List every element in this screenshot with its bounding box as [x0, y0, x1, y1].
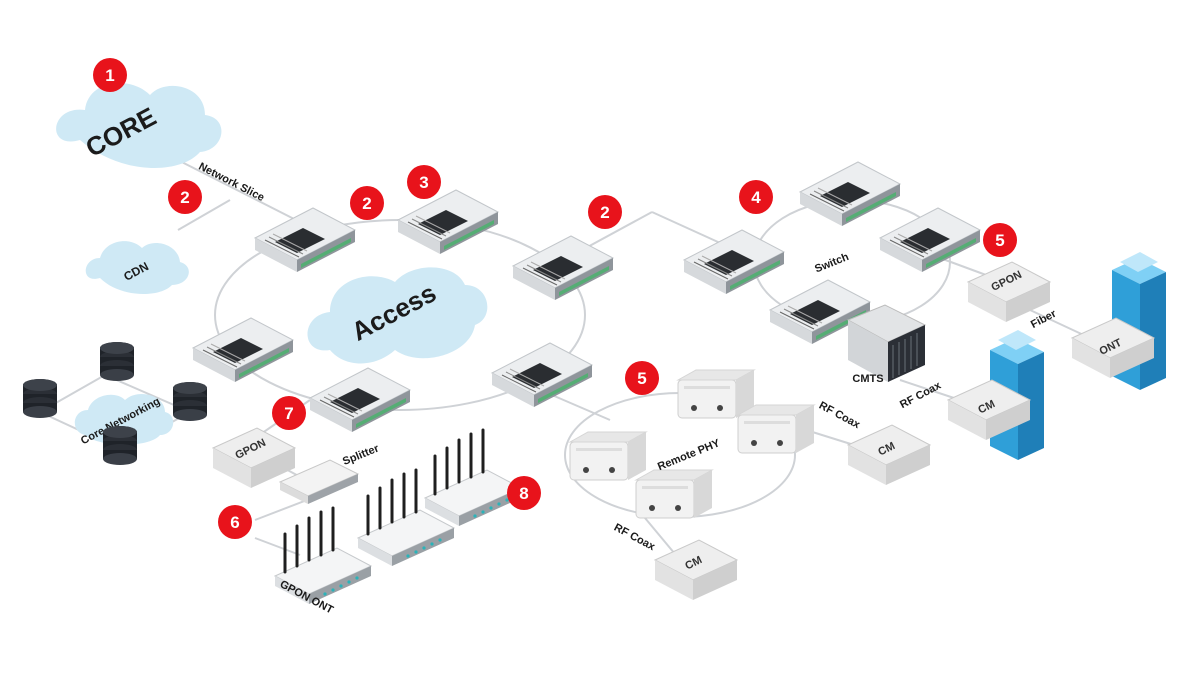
- cable-switches: [683, 161, 981, 345]
- badge-cdn: 2: [168, 180, 202, 214]
- svg-text:4: 4: [751, 188, 761, 207]
- svg-text:3: 3: [419, 173, 428, 192]
- svg-text:1: 1: [105, 66, 114, 85]
- badge-splitter: 6: [218, 505, 252, 539]
- cm-rphy-lower-box: CM: [654, 539, 738, 601]
- badge-access-top: 3: [407, 165, 441, 199]
- badge-cable-ring: 4: [739, 180, 773, 214]
- ont-box: ONT: [1071, 317, 1155, 379]
- badges: 1 2 2 3 2 4 5 5: [93, 58, 1017, 539]
- svg-text:6: 6: [230, 513, 239, 532]
- cmts-chassis: [846, 304, 927, 382]
- access-cloud: Access: [307, 267, 488, 364]
- remote-phy-label: Remote PHY: [656, 437, 722, 473]
- cm-cmts-box: CM: [947, 379, 1031, 441]
- tower-left: [990, 330, 1044, 460]
- badge-routers: 8: [507, 476, 541, 510]
- gpon-ont-routers: [273, 428, 523, 606]
- svg-text:7: 7: [284, 404, 293, 423]
- switch-label: Switch: [813, 251, 851, 276]
- svg-text:5: 5: [637, 369, 646, 388]
- cm-rphy-upper-box: CM: [847, 424, 931, 486]
- core-networking-cloud: Core Networking: [74, 393, 174, 447]
- core-cloud: CORE: [56, 83, 222, 168]
- badge-core: 1: [93, 58, 127, 92]
- network-slice-label: Network Slice: [196, 161, 266, 204]
- gpon-left-box: GPON: [212, 427, 296, 489]
- splitter-label: Splitter: [341, 442, 381, 468]
- svg-text:5: 5: [995, 231, 1004, 250]
- rf-coax-cmts-label: RF Coax: [898, 379, 944, 411]
- badge-remote-phy: 5: [625, 361, 659, 395]
- svg-text:2: 2: [180, 188, 189, 207]
- badge-gpon-right: 5: [983, 223, 1017, 257]
- splitter-device: [278, 459, 360, 504]
- cmts-label: CMTS: [852, 373, 883, 385]
- rf-coax-upper-label: RF Coax: [817, 400, 863, 432]
- svg-text:2: 2: [600, 203, 609, 222]
- badge-access-link: 2: [588, 195, 622, 229]
- badge-access-switch: 2: [350, 186, 384, 220]
- svg-text:2: 2: [362, 194, 371, 213]
- cdn-cloud: CDN: [85, 241, 189, 295]
- badge-gpon-left: 7: [272, 396, 306, 430]
- svg-text:8: 8: [519, 484, 528, 503]
- gpon-right-box: GPON: [967, 261, 1051, 323]
- remote-phy-nodes: [569, 369, 815, 519]
